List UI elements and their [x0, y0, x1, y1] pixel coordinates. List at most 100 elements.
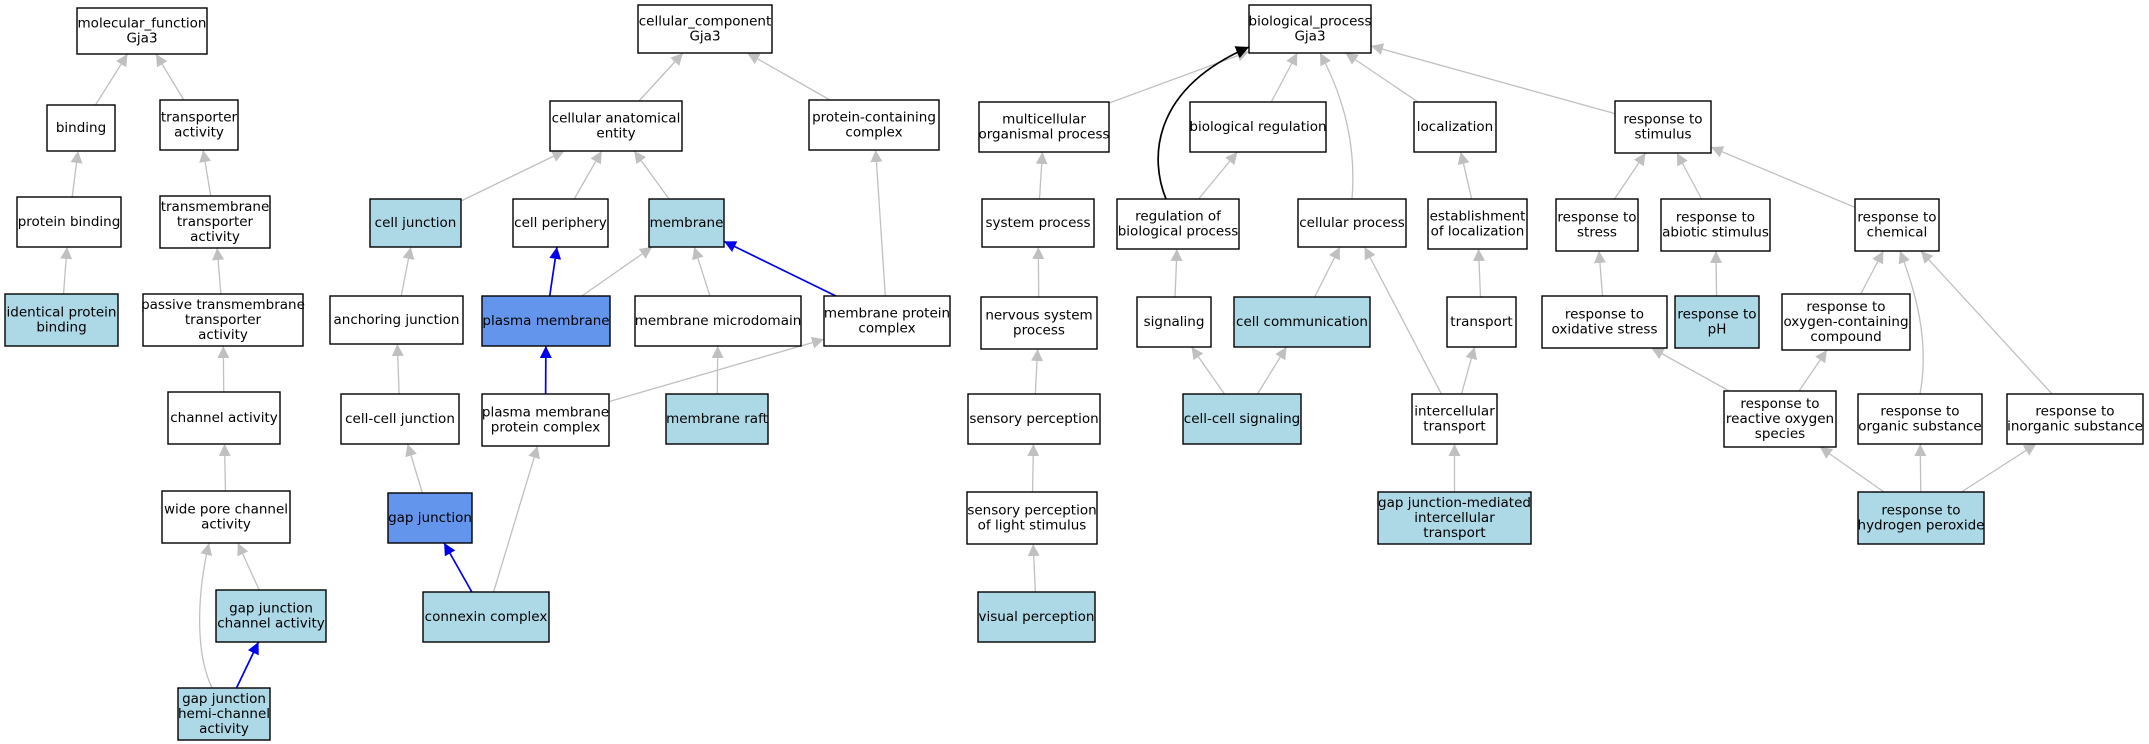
- node-box: [329, 295, 464, 345]
- node-box: [1189, 101, 1327, 153]
- node-label-line: protein-containing: [812, 110, 936, 126]
- node-label-line: activity: [174, 125, 224, 141]
- node-label-line: organismal process: [978, 127, 1109, 143]
- node-box: [1541, 295, 1668, 349]
- edge-tmtrans-to-transporter: [199, 149, 212, 197]
- go-term-node-signaling[interactable]: signaling: [1136, 296, 1212, 348]
- edge-intercell-to-cellproc: [1363, 246, 1443, 395]
- node-box: [1555, 198, 1639, 252]
- node-box: [981, 198, 1095, 248]
- node-label-line: transporter: [185, 312, 262, 328]
- go-term-node-bioreg[interactable]: biological regulation: [1189, 101, 1327, 153]
- edge-visual-to-senslight: [1027, 543, 1040, 593]
- node-label-line: cell-cell junction: [345, 411, 455, 427]
- go-term-node-sysproc[interactable]: system process: [981, 198, 1095, 248]
- node-box: [369, 198, 462, 248]
- go-term-node-memraft[interactable]: membrane raft: [665, 393, 769, 445]
- node-label-line: complex: [845, 125, 902, 141]
- go-term-node-anchjunc[interactable]: anchoring junction: [329, 295, 464, 345]
- edge-cellcelljunc-to-anchjunc: [391, 343, 404, 395]
- node-box: [1136, 296, 1212, 348]
- node-label-line: response to: [1676, 210, 1755, 226]
- go-term-node-memmicro[interactable]: membrane microdomain: [634, 295, 802, 347]
- node-box: [142, 293, 304, 347]
- node-box: [161, 490, 291, 544]
- node-box: [76, 7, 208, 55]
- node-label-line: intercellular: [1414, 510, 1495, 526]
- node-label-line: plasma membrane: [482, 405, 609, 421]
- go-term-node-cellcellsig[interactable]: cell-cell signaling: [1182, 393, 1302, 445]
- go-term-node-cellcelljunc[interactable]: cell-cell junction: [340, 393, 460, 445]
- go-term-node-gjmediated[interactable]: gap junction-mediatedintercellulartransp…: [1377, 491, 1532, 545]
- edge-cae-to-cc: [638, 52, 684, 102]
- node-box: [1857, 491, 1985, 545]
- edge-transport-to-estloc: [1473, 248, 1486, 298]
- node-label-line: chemical: [1867, 225, 1928, 241]
- go-term-node-gapjunc[interactable]: gap junction: [387, 492, 473, 544]
- node-box: [215, 589, 327, 643]
- go-term-node-visual[interactable]: visual perception: [977, 591, 1096, 643]
- node-box: [481, 393, 610, 447]
- node-label-line: transmembrane: [161, 199, 270, 215]
- go-term-node-cellperiph[interactable]: cell periphery: [512, 198, 609, 248]
- edge-cellcellsig-to-signaling: [1190, 346, 1226, 395]
- go-term-node-cellproc[interactable]: cellular process: [1297, 198, 1407, 248]
- go-term-node-plasmamem[interactable]: plasma membrane: [481, 295, 611, 347]
- go-term-node-membrane[interactable]: membrane: [648, 198, 725, 248]
- edge-cellcomm-to-cellproc: [1314, 246, 1341, 298]
- go-term-node-channel[interactable]: channel activity: [167, 391, 281, 445]
- go-term-node-sensperc[interactable]: sensory perception: [967, 393, 1101, 445]
- go-term-node-cellcomm[interactable]: cell communication: [1233, 296, 1371, 348]
- node-box: [1297, 198, 1407, 248]
- go-term-node-protbind[interactable]: protein binding: [16, 196, 122, 248]
- edge-estloc-to-localization: [1457, 151, 1473, 200]
- edge-respph-to-respabiotic: [1710, 250, 1723, 297]
- node-label-line: membrane protein: [824, 306, 950, 322]
- go-term-node-connexin[interactable]: connexin complex: [422, 591, 550, 643]
- node-label-line: Gja3: [1294, 29, 1325, 45]
- node-label-line: process: [1013, 323, 1065, 339]
- node-box: [16, 196, 122, 248]
- node-box: [549, 100, 683, 152]
- go-term-node-transport[interactable]: transport: [1446, 296, 1517, 348]
- go-term-node-localization[interactable]: localization: [1413, 101, 1497, 153]
- go-term-node-celljunc[interactable]: cell junction: [369, 198, 462, 248]
- node-label-line: plasma membrane: [482, 313, 609, 329]
- go-term-node-binding[interactable]: binding: [46, 104, 116, 152]
- node-label-line: localization: [1417, 119, 1493, 135]
- node-label-line: cellular anatomical: [552, 111, 681, 127]
- edge-cellcellsig-to-cellcomm: [1256, 346, 1288, 395]
